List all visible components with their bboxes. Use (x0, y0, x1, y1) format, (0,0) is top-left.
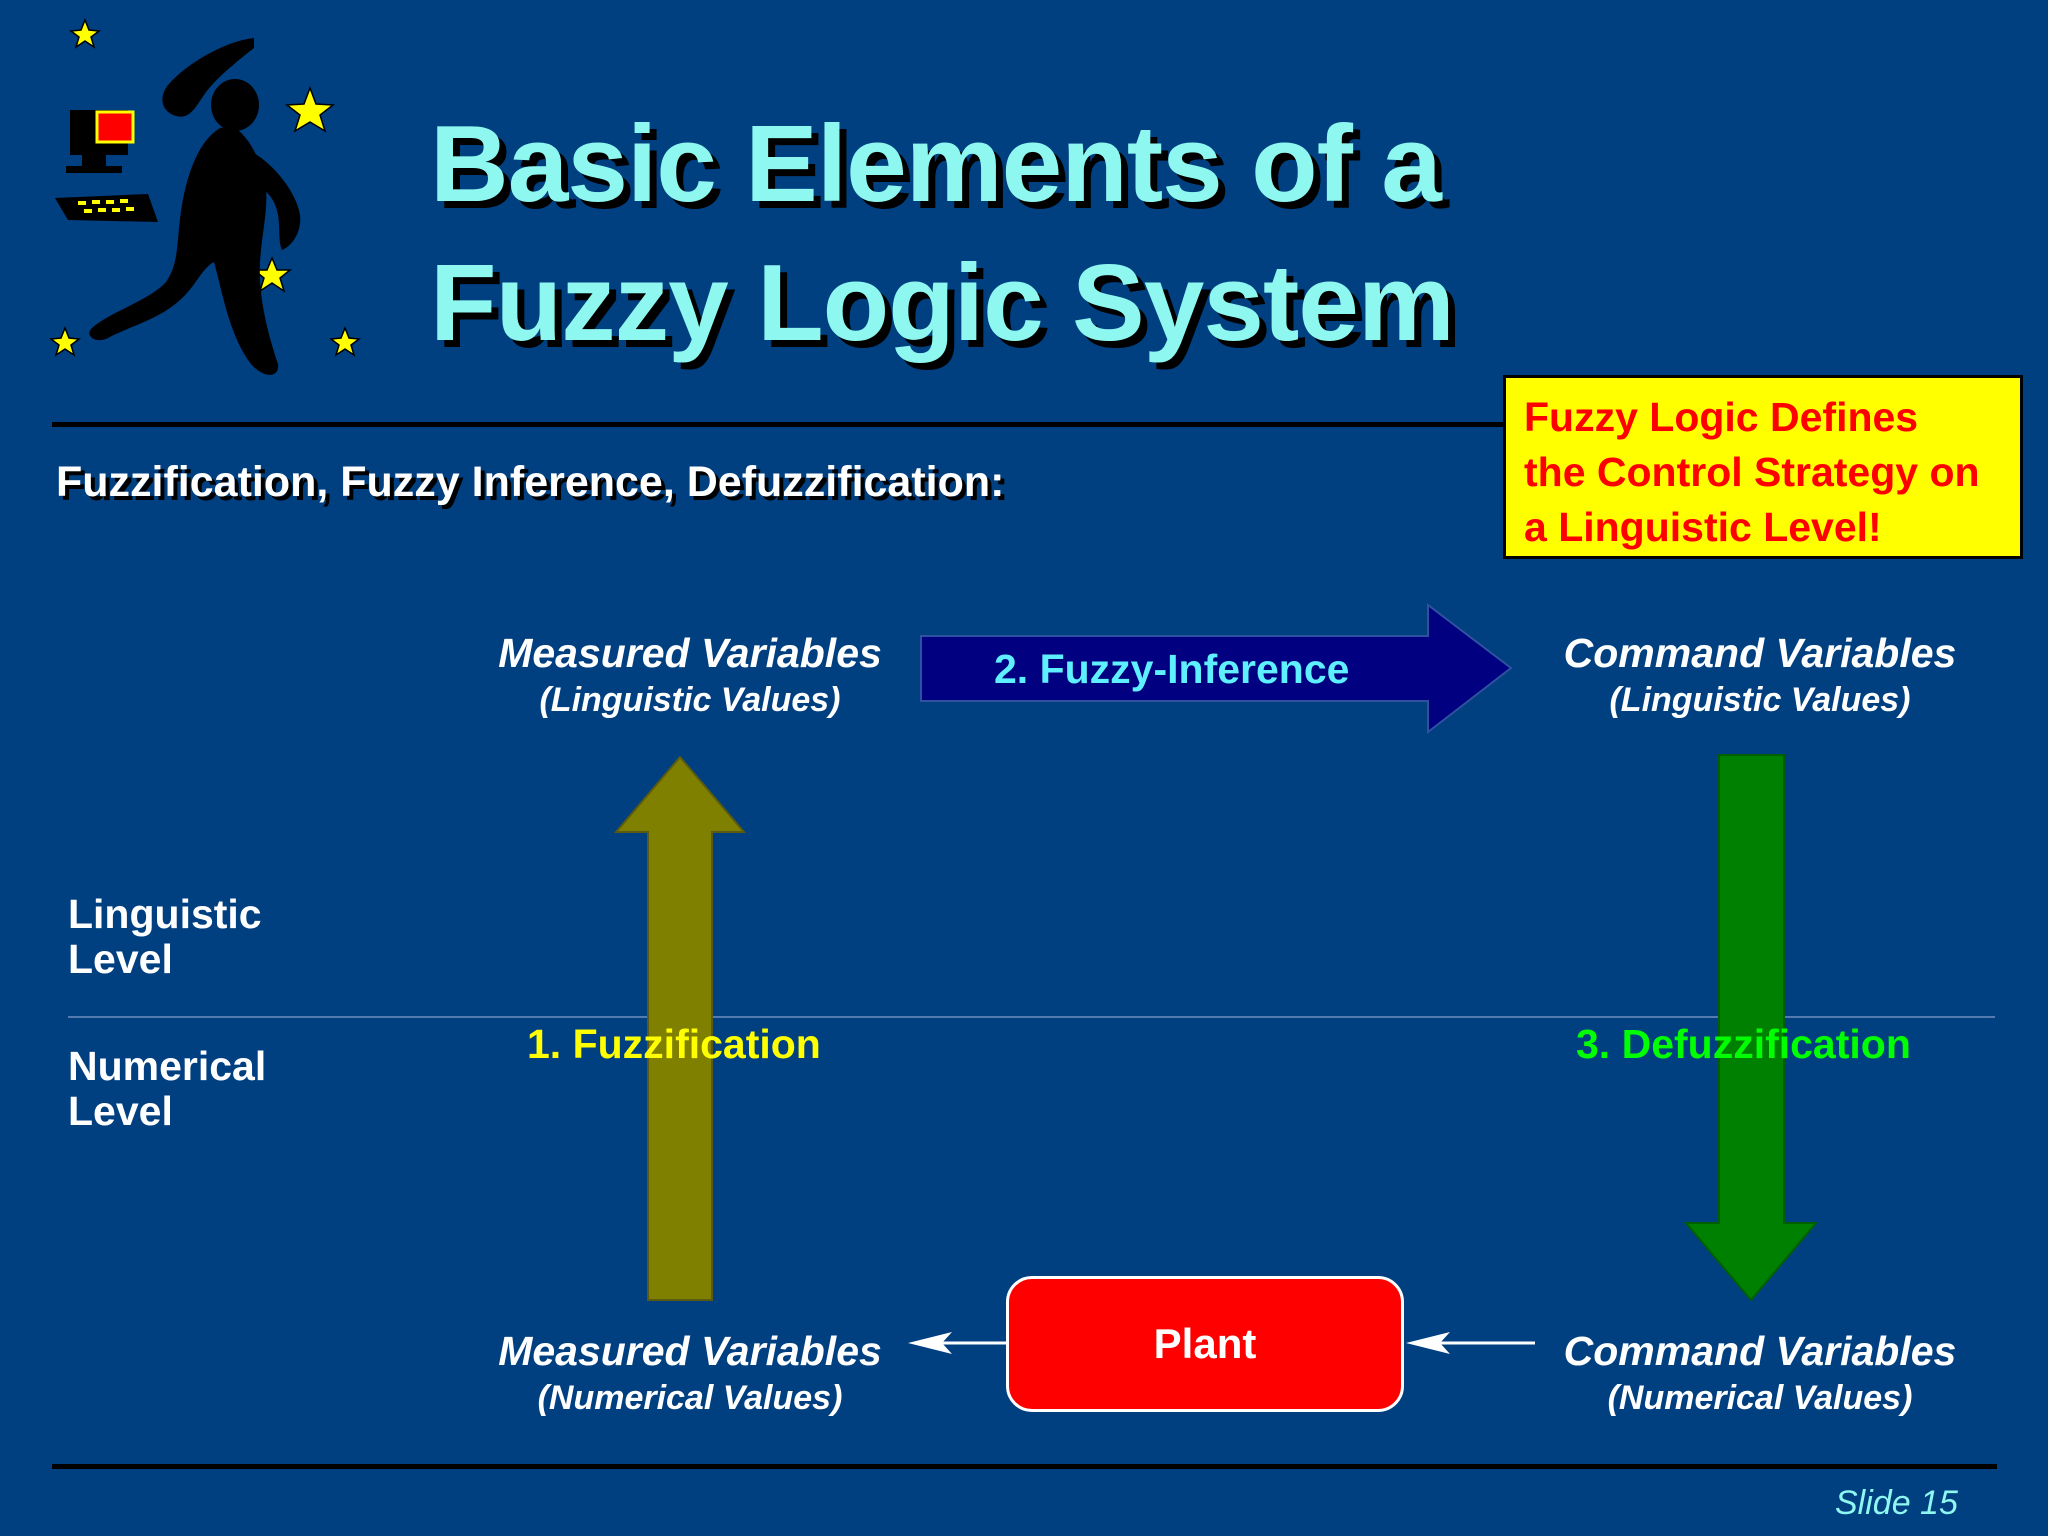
plant-box: Plant (1006, 1276, 1404, 1412)
step-inference-label: 2. Fuzzy-Inference (994, 646, 1350, 692)
node-measured-numerical-main: Measured Variables (498, 1328, 882, 1374)
subtitle: Fuzzification, Fuzzy Inference, Defuzzif… (56, 458, 1005, 506)
mascot-clipart-icon (49, 17, 361, 375)
fuzzification-arrow (613, 755, 747, 1301)
title-line-1: Basic Elements of a (430, 103, 1442, 225)
top-rule (52, 422, 1507, 427)
step-defuzzification-label: 3. Defuzzification (1576, 1021, 1911, 1067)
node-command-numerical-main: Command Variables (1563, 1328, 1957, 1374)
level-numerical: Numerical Level (68, 1043, 267, 1134)
node-command-linguistic: Command Variables (Linguistic Values) (1535, 628, 1985, 722)
bottom-rule (52, 1464, 1997, 1469)
node-command-linguistic-main: Command Variables (1563, 630, 1957, 676)
node-measured-linguistic-sub: (Linguistic Values) (539, 681, 841, 719)
slide-number: Slide 15 (1835, 1484, 1958, 1522)
node-measured-linguistic-main: Measured Variables (498, 630, 882, 676)
node-measured-numerical: Measured Variables (Numerical Values) (470, 1326, 910, 1420)
title-line-2: Fuzzy Logic System (430, 242, 1455, 364)
level-linguistic: Linguistic Level (68, 891, 262, 982)
step-fuzzification-label: 1. Fuzzification (527, 1021, 821, 1067)
plant-to-measured-arrowhead (908, 1332, 952, 1354)
node-measured-numerical-sub: (Numerical Values) (537, 1379, 843, 1417)
callout-box: Fuzzy Logic Defines the Control Strategy… (1503, 375, 2023, 559)
page-title: Basic Elements of a Fuzzy Logic System (430, 95, 1630, 373)
node-command-linguistic-sub: (Linguistic Values) (1609, 681, 1911, 719)
node-measured-linguistic: Measured Variables (Linguistic Values) (470, 628, 910, 722)
node-command-numerical-sub: (Numerical Values) (1607, 1379, 1913, 1417)
defuzzification-arrow (1683, 754, 1819, 1302)
inference-arrow (920, 602, 1513, 735)
command-to-plant-arrowhead (1406, 1332, 1450, 1354)
node-command-numerical: Command Variables (Numerical Values) (1535, 1326, 1985, 1420)
